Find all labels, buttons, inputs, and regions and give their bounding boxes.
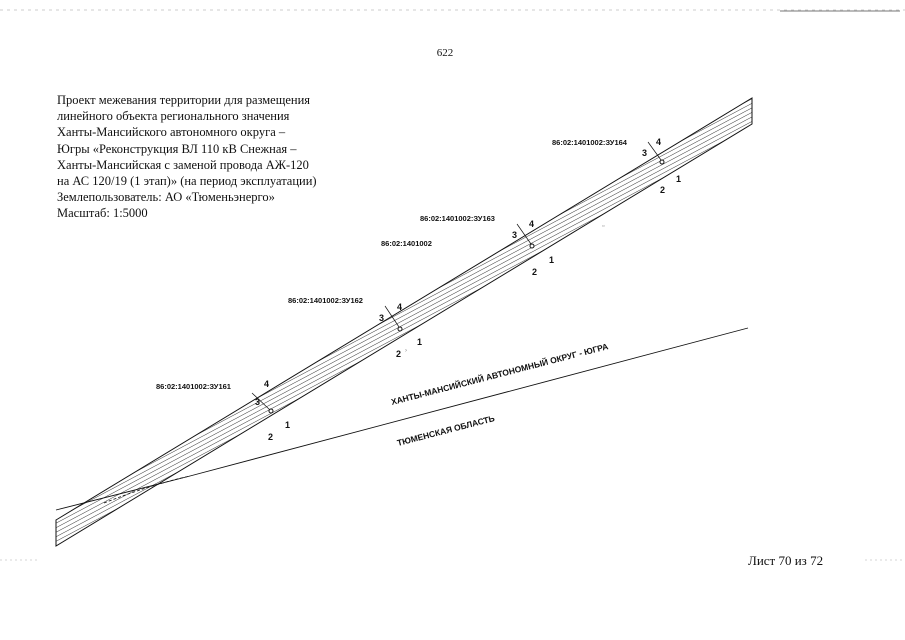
parcel-zu163: 86:02:1401002:ЗУ163 4 3 1 2 <box>420 214 554 277</box>
corridor-strip <box>55 97 753 547</box>
point-3: 3 <box>379 313 384 323</box>
leader-line <box>647 141 662 161</box>
page-number: 622 <box>436 47 454 59</box>
leader-line <box>516 223 532 245</box>
scan-artifact: › <box>405 348 407 354</box>
point-3: 3 <box>512 230 517 240</box>
boundary-dashed-curve <box>103 475 191 504</box>
parcel-label: 86:02:1401002:ЗУ164 <box>552 138 628 147</box>
parcel-marker <box>529 243 535 249</box>
title-block: Проект межевания территории для размещен… <box>57 92 357 222</box>
parcel-label: 86:02:1401002:ЗУ161 <box>156 382 231 391</box>
parcel-marker <box>659 159 665 165</box>
cadastral-quarter-label: 86:02:1401002 <box>381 239 432 248</box>
point-4: 4 <box>656 137 661 147</box>
leader-line <box>384 305 400 328</box>
parcel-marker <box>397 326 403 332</box>
land-user-line: Землепользователь: АО «Тюменьэнерго» <box>57 190 275 205</box>
title-line: линейного объекта регионального значения <box>57 109 290 124</box>
point-1: 1 <box>676 174 681 184</box>
point-3: 3 <box>642 148 647 158</box>
point-1: 1 <box>285 420 290 430</box>
scan-artifact: ▫ <box>602 223 604 230</box>
region-boundary-line <box>189 327 749 477</box>
parcel-marker <box>268 408 274 414</box>
parcel-zu162: 86:02:1401002:ЗУ162 4 3 1 2 <box>288 296 422 359</box>
parcel-label: 86:02:1401002:ЗУ163 <box>420 214 495 223</box>
region-south-label: ТЮМЕНСКАЯ ОБЛАСТЬ <box>396 413 496 448</box>
point-2: 2 <box>660 185 665 195</box>
title-line: Проект межевания территории для размещен… <box>57 93 311 107</box>
point-1: 1 <box>417 337 422 347</box>
point-2: 2 <box>396 349 401 359</box>
point-4: 4 <box>529 219 534 229</box>
parcel-label: 86:02:1401002:ЗУ162 <box>288 296 363 305</box>
title-line: Ханты-Мансийская с заменой провода АЖ-12… <box>57 157 309 172</box>
parcel-zu164: 86:02:1401002:ЗУ164 4 3 1 2 <box>552 137 681 195</box>
point-2: 2 <box>268 432 273 442</box>
title-line: Югры «Реконструкция ВЛ 110 кВ Снежная – <box>57 141 297 156</box>
leader-line <box>251 392 271 411</box>
point-2: 2 <box>532 267 537 277</box>
parcel-zu161: 86:02:1401002:ЗУ161 4 3 1 2 <box>156 379 290 442</box>
title-line: Ханты-Мансийского автономного округа – <box>57 125 286 140</box>
scale-line: Масштаб: 1:5000 <box>57 206 148 221</box>
point-4: 4 <box>397 302 402 312</box>
sheet-label: Лист 70 из 72 <box>748 553 824 568</box>
point-1: 1 <box>549 255 554 265</box>
point-3: 3 <box>255 397 260 407</box>
title-line: на АС 120/19 (1 этап)» (на период эксплу… <box>57 174 317 189</box>
point-4: 4 <box>264 379 269 389</box>
